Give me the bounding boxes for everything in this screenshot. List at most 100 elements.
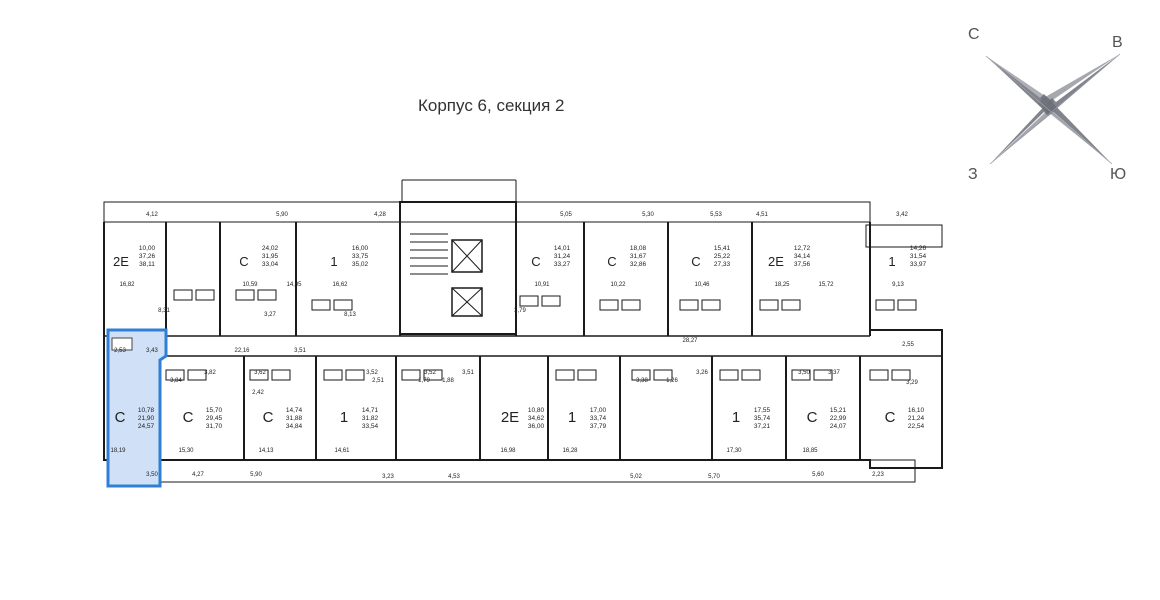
balcony-area-label: 2,23 xyxy=(872,472,884,478)
apartment-type-label: С xyxy=(183,409,194,426)
apartment-area-label: 31,54 xyxy=(910,253,927,260)
room-area-label: 2,51 xyxy=(372,378,384,384)
apartment-area-label: 10,78 xyxy=(138,407,155,414)
balcony-area-label: 5,05 xyxy=(560,212,572,218)
balcony-area-label: 4,12 xyxy=(146,212,158,218)
apartment-type-label: С xyxy=(691,254,700,269)
apartment-area-label: 31,82 xyxy=(362,415,379,422)
bath-fixture xyxy=(173,289,193,301)
apartment-area-label: 24,02 xyxy=(262,245,279,252)
bath-fixture xyxy=(249,369,269,381)
apartment-area-label: 21,24 xyxy=(908,415,925,422)
room-area-label: 9,13 xyxy=(892,282,904,288)
bath-fixture xyxy=(701,299,721,311)
bath-fixture xyxy=(187,369,207,381)
apartment-type-label: 2Е xyxy=(501,409,519,426)
compass-star-icon xyxy=(985,53,1121,165)
top-balcony-strip xyxy=(103,201,871,223)
bath-fixture xyxy=(311,299,331,311)
apartment-area-label: 38,11 xyxy=(139,261,155,268)
bath-fixture xyxy=(195,289,215,301)
apartment-area-label: 21,90 xyxy=(138,415,155,422)
balcony-area-label: 5,60 xyxy=(812,472,824,478)
bath-fixture xyxy=(897,299,917,311)
room-area-label: 3,43 xyxy=(146,348,158,354)
room-area-label: 17,30 xyxy=(726,448,742,454)
apartment-type-label: 2Е xyxy=(113,254,129,269)
apartment-area-label: 25,22 xyxy=(714,253,731,260)
apartment-area-label: 14,01 xyxy=(554,245,571,252)
room-area-label: 14,05 xyxy=(286,282,302,288)
apartment-area-label: 36,00 xyxy=(528,423,545,430)
bath-fixture xyxy=(423,369,443,381)
bath-fixture xyxy=(577,369,597,381)
balcony-area-label: 4,53 xyxy=(448,474,460,480)
room-area-label: 18,85 xyxy=(802,448,818,454)
apartment-type-label: 1 xyxy=(340,409,348,426)
elevator-cross xyxy=(451,239,483,273)
room-area-label: 3,51 xyxy=(462,370,474,376)
room-area-label: 3,26 xyxy=(696,370,708,376)
room-area-label: 14,61 xyxy=(334,448,350,454)
room-area-label: 2,55 xyxy=(902,342,914,348)
apartment-area-label: 33,04 xyxy=(262,261,279,268)
apartment-area-label: 35,02 xyxy=(352,261,369,268)
building-outline xyxy=(103,222,943,469)
apartment-area-label: 37,26 xyxy=(139,253,156,260)
bath-fixture xyxy=(719,369,739,381)
bath-fixture xyxy=(813,369,833,381)
apartment-area-label: 33,54 xyxy=(362,423,379,430)
apartment-type-label: С xyxy=(531,254,540,269)
room-area-label: 16,28 xyxy=(562,448,578,454)
room-area-label: 10,59 xyxy=(242,282,258,288)
apartment-type-label: 1 xyxy=(732,409,740,426)
balcony-area-label: 5,30 xyxy=(642,212,654,218)
bath-fixture xyxy=(345,369,365,381)
apartment-type-label: 2Е xyxy=(768,254,784,269)
bath-fixture xyxy=(555,369,575,381)
bath-fixture xyxy=(257,289,277,301)
bath-fixture xyxy=(891,369,911,381)
bath-fixture xyxy=(165,369,185,381)
bottom-balcony-strip xyxy=(159,459,916,483)
apartment-area-label: 16,00 xyxy=(352,245,369,252)
bath-fixture xyxy=(759,299,779,311)
balcony-area-label: 3,23 xyxy=(382,474,394,480)
apartment-area-label: 34,14 xyxy=(794,253,811,260)
bath-fixture xyxy=(271,369,291,381)
apartment-area-label: 37,21 xyxy=(754,423,771,430)
balcony-area-label: 4,28 xyxy=(374,212,386,218)
room-area-label: 1,26 xyxy=(666,378,678,384)
balcony-area-label: 5,90 xyxy=(276,212,288,218)
room-area-label: 8,13 xyxy=(344,312,356,318)
balcony-area-label: 3,50 xyxy=(146,472,158,478)
room-area-label: 10,91 xyxy=(534,282,550,288)
room-area-label: 3,51 xyxy=(294,348,306,354)
page-title: Корпус 6, секция 2 xyxy=(418,96,565,115)
bath-fixture xyxy=(875,299,895,311)
compass-south-label: Ю xyxy=(1110,166,1127,183)
bath-fixture xyxy=(111,337,133,351)
apartment-area-label: 32,86 xyxy=(630,261,647,268)
bath-fixture xyxy=(235,289,255,301)
apartment-area-label: 22,99 xyxy=(830,415,847,422)
apartment-area-label: 33,75 xyxy=(352,253,369,260)
elevator-cross xyxy=(451,287,483,317)
room-area-label: 2,53 xyxy=(114,348,126,354)
bath-fixture xyxy=(869,369,889,381)
room-area-label: 3,29 xyxy=(906,380,918,386)
apartment-area-label: 10,00 xyxy=(139,245,156,252)
compass-west-label: З xyxy=(968,166,978,183)
apartment-area-label: 14,74 xyxy=(286,407,303,414)
apartment-area-label: 15,70 xyxy=(206,407,223,414)
room-area-label: 3,38 xyxy=(636,378,648,384)
balcony-area-label: 3,42 xyxy=(896,212,908,218)
compass-rose: С В Ю З xyxy=(960,20,1140,190)
room-area-label: 18,19 xyxy=(110,448,126,454)
room-area-label: 1,79 xyxy=(418,378,430,384)
room-area-label: 16,98 xyxy=(500,448,516,454)
room-area-label: 28,27 xyxy=(682,338,698,344)
apartment-type-label: С xyxy=(807,409,818,426)
apartment-area-label: 17,00 xyxy=(590,407,607,414)
